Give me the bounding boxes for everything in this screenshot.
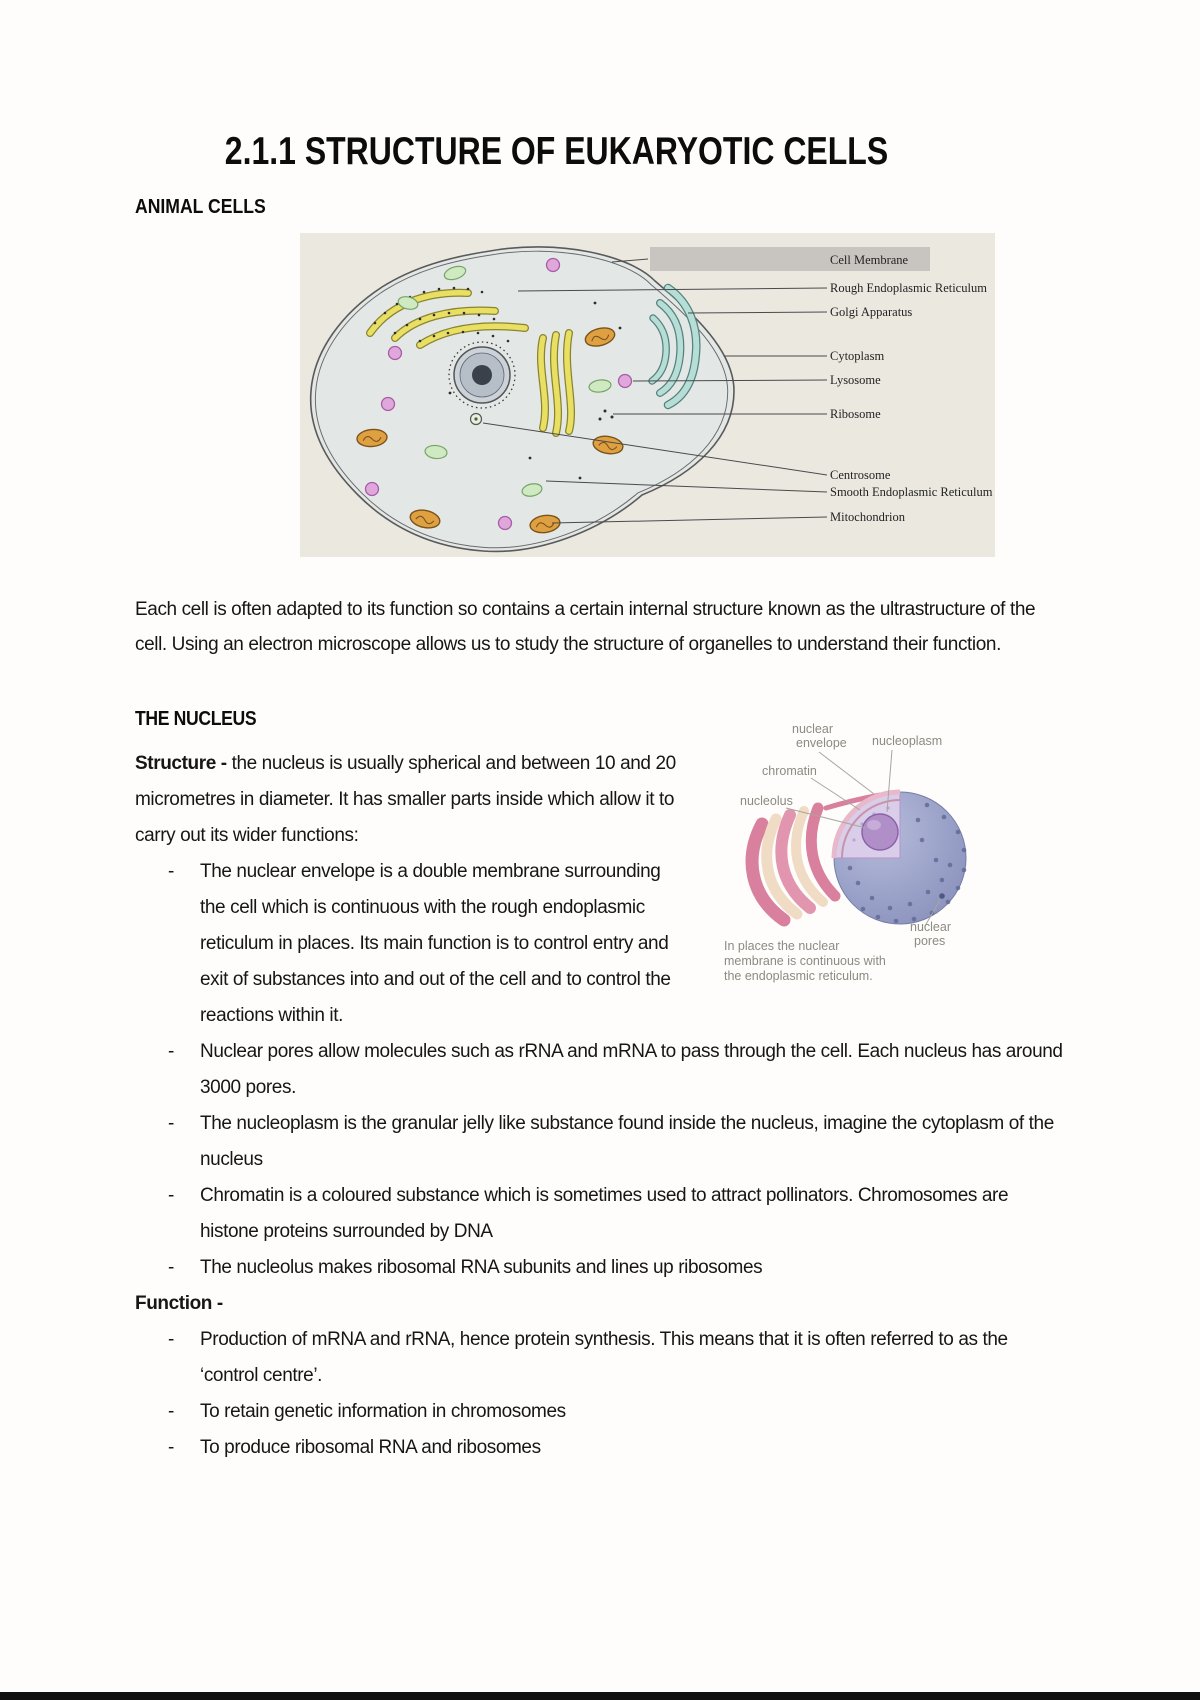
bullet-dash: -	[168, 1401, 174, 1422]
lysosomes	[364, 257, 633, 531]
animal-cells-heading: ANIMAL CELLS	[135, 196, 266, 218]
cell-label-cell-membrane: Cell Membrane	[830, 253, 909, 267]
highlighted-pore	[939, 893, 945, 899]
bullet-text: The nucleoplasm is the granular jelly li…	[200, 1113, 1054, 1170]
function-bullet-3: - To produce ribosomal RNA and ribosomes	[135, 1430, 1067, 1466]
label-nuclear-envelope-2: envelope	[796, 736, 847, 750]
cell-label-golgi: Golgi Apparatus	[830, 305, 912, 319]
structure-bullet-1: - The nuclear envelope is a double membra…	[135, 854, 1067, 1034]
nucleus-sphere	[831, 789, 967, 925]
bullet-text: Nuclear pores allow molecules such as rR…	[200, 1041, 1063, 1098]
free-ribosomes	[448, 301, 622, 480]
green-vesicles	[397, 265, 612, 497]
structure-bullet-5: - The nucleolus makes ribosomal RNA subun…	[135, 1250, 1067, 1286]
label-nuclear-envelope-1: nuclear	[792, 722, 833, 736]
page-title: 2.1.1 STRUCTURE OF EUKARYOTIC CELLS	[0, 130, 1112, 174]
function-bullet-1: - Production of mRNA and rRNA, hence prot…	[135, 1322, 1067, 1394]
nucleolus-sphere	[861, 813, 899, 851]
structure-bullet-4: - Chromatin is a coloured substance which…	[135, 1178, 1067, 1250]
nucleus-section: nuclear envelope nucleoplasm chromatin n…	[135, 704, 1067, 1466]
nucleus-diagram-svg: nuclear envelope nucleoplasm chromatin n…	[724, 722, 967, 983]
label-nuclear-pores-2: pores	[914, 934, 945, 948]
leader-lines	[482, 258, 828, 524]
nuclear-envelope-rim	[831, 789, 901, 859]
golgi-apparatus	[648, 283, 701, 410]
nucleus-caption-line-3: the endoplasmic reticulum.	[724, 969, 873, 983]
structure-intro-text: the nucleus is usually spherical and bet…	[135, 753, 676, 846]
bullet-text: The nuclear envelope is a double membran…	[200, 861, 671, 1026]
nucleus-heading: THE NUCLEUS	[135, 708, 257, 730]
nucleus-leader-lines	[785, 749, 941, 927]
smooth-er	[536, 329, 575, 437]
bullet-text: Production of mRNA and rRNA, hence prote…	[200, 1329, 1008, 1386]
cell-label-cytoplasm: Cytoplasm	[830, 349, 884, 363]
label-nucleolus: nucleolus	[740, 794, 793, 808]
bullet-dash: -	[168, 1185, 174, 1206]
page-title-text: 2.1.1 STRUCTURE OF EUKARYOTIC CELLS	[224, 130, 888, 173]
redacted-label-box	[650, 247, 930, 271]
cell-label-ribosome: Ribosome	[830, 407, 881, 421]
animal-cell-figure: Cell Membrane Rough Endoplasmic Reticulu…	[300, 233, 995, 557]
label-nucleoplasm: nucleoplasm	[872, 734, 942, 748]
structure-bullet-list: - The nuclear envelope is a double membra…	[135, 854, 1067, 1286]
rough-er	[366, 288, 529, 349]
bullet-text: To produce ribosomal RNA and ribosomes	[200, 1437, 541, 1458]
structure-label: Structure -	[135, 753, 227, 774]
bullet-text: Chromatin is a coloured substance which …	[200, 1185, 1009, 1242]
cell-label-rough-er: Rough Endoplasmic Reticulum	[830, 281, 987, 295]
bullet-text: To retain genetic information in chromos…	[200, 1401, 566, 1422]
bullet-dash: -	[168, 1113, 174, 1134]
bullet-dash: -	[168, 1437, 174, 1458]
function-bullet-2: - To retain genetic information in chromo…	[135, 1394, 1067, 1430]
centrosome-organelle	[469, 412, 483, 426]
animal-cell-diagram-svg: Cell Membrane Rough Endoplasmic Reticulu…	[300, 233, 995, 557]
nucleus-caption-line-2: membrane is continuous with	[724, 954, 886, 968]
nucleus-caption-line-1: In places the nuclear	[724, 939, 839, 953]
structure-bullet-3: - The nucleoplasm is the granular jelly l…	[135, 1106, 1067, 1178]
function-bullet-list: - Production of mRNA and rRNA, hence prot…	[135, 1322, 1067, 1466]
nuclear-pore-dots	[847, 802, 967, 924]
cell-label-smooth-er: Smooth Endoplasmic Reticulum	[830, 485, 993, 499]
rer-ribosome-dots	[373, 286, 510, 343]
label-nuclear-pores-1: nuclear	[910, 920, 951, 934]
function-label: Function -	[135, 1293, 223, 1314]
cell-label-mitochondrion: Mitochondrion	[830, 510, 906, 524]
bullet-dash: -	[168, 1329, 174, 1350]
nucleus-figure: nuclear envelope nucleoplasm chromatin n…	[722, 704, 1067, 1014]
structure-paragraph: Structure - the nucleus is usually spher…	[135, 746, 1067, 854]
bullet-dash: -	[168, 1257, 174, 1278]
bullet-text: The nucleolus makes ribosomal RNA subuni…	[200, 1257, 763, 1278]
cell-label-centrosome: Centrosome	[830, 468, 891, 482]
nucleus-organelle	[448, 341, 516, 409]
page-bottom-edge	[0, 1692, 1200, 1700]
intro-paragraph: Each cell is often adapted to its functi…	[135, 599, 1036, 655]
bullet-dash: -	[168, 861, 174, 882]
label-chromatin: chromatin	[762, 764, 817, 778]
cell-label-lysosome: Lysosome	[830, 373, 881, 387]
structure-bullet-2: - Nuclear pores allow molecules such as r…	[135, 1034, 1067, 1106]
mitochondria	[356, 327, 624, 534]
bullet-dash: -	[168, 1041, 174, 1062]
